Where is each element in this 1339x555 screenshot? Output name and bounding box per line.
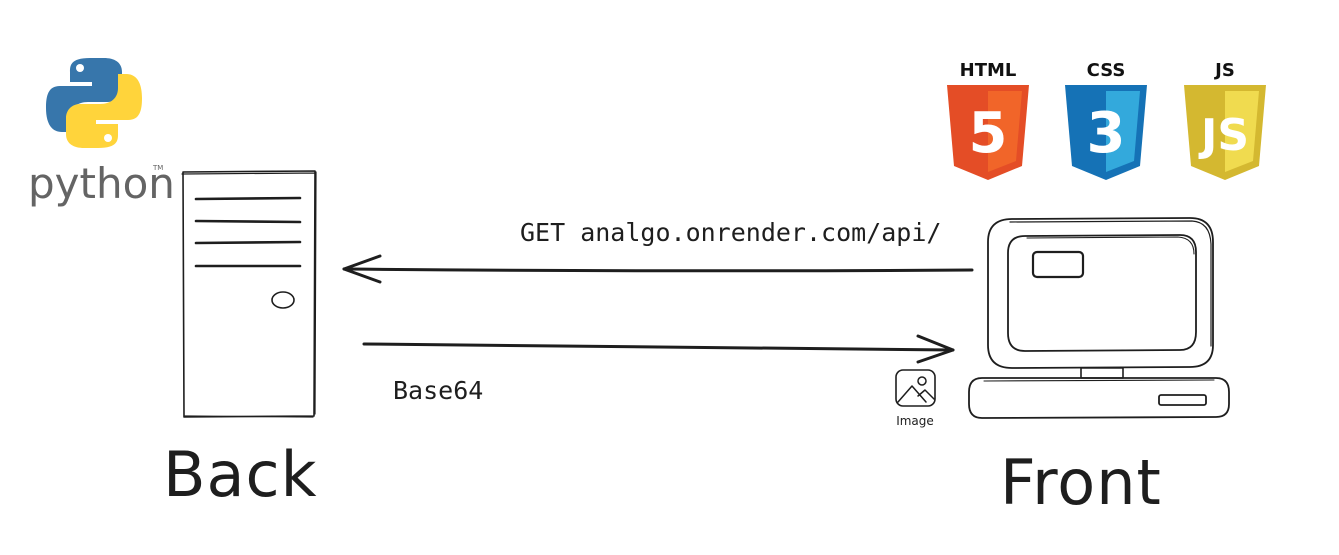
html-badge-glyph: 5 bbox=[969, 101, 1008, 166]
css3-badge: CSS 3 bbox=[1065, 60, 1147, 180]
css-badge-title: CSS bbox=[1087, 60, 1126, 81]
python-logo: python TM bbox=[28, 58, 175, 208]
tech-badges: HTML 5 CSS 3 JS JS bbox=[947, 60, 1266, 180]
python-snake-icon bbox=[46, 58, 142, 148]
html5-icon: 5 bbox=[947, 85, 1029, 180]
response-arrow bbox=[362, 334, 955, 364]
css-badge-glyph: 3 bbox=[1087, 101, 1126, 166]
js-badge-title: JS bbox=[1213, 60, 1235, 81]
html5-badge: HTML 5 bbox=[947, 60, 1029, 180]
html-badge-title: HTML bbox=[960, 60, 1017, 81]
js-badge-glyph: JS bbox=[1198, 110, 1249, 161]
front-label: Front bbox=[1000, 446, 1162, 519]
css3-icon: 3 bbox=[1065, 85, 1147, 180]
back-label: Back bbox=[163, 438, 318, 511]
image-icon bbox=[895, 369, 936, 407]
request-label: GET analgo.onrender.com/api/ bbox=[520, 218, 941, 247]
image-icon-label: Image bbox=[896, 414, 934, 428]
server-tower-icon bbox=[181, 170, 317, 418]
js-badge: JS JS bbox=[1184, 60, 1266, 180]
python-wordmark: python bbox=[28, 159, 175, 208]
response-label: Base64 bbox=[393, 376, 483, 405]
js-icon: JS bbox=[1184, 85, 1266, 180]
desktop-computer-icon bbox=[968, 217, 1230, 419]
request-arrow bbox=[342, 254, 974, 284]
python-trademark: TM bbox=[152, 164, 163, 172]
